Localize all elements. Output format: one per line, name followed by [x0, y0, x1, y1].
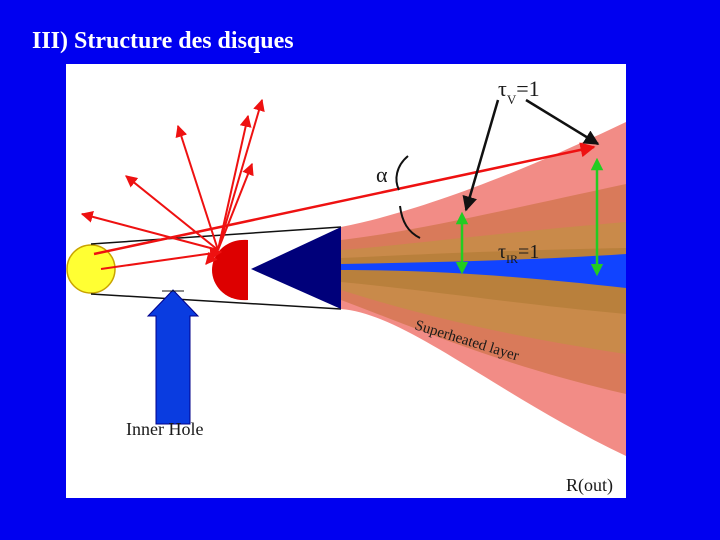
scattered-ray-6 [80, 210, 219, 251]
inner-hole-label: Inner Hole [126, 419, 203, 439]
tangent-line-top [90, 226, 342, 245]
rim-shadow [251, 227, 341, 309]
tau-ir-label: τIR=1 [498, 241, 539, 266]
central-star [66, 244, 116, 294]
alpha-arc-top [395, 155, 409, 191]
tau-v-pointer-inner [462, 99, 500, 212]
slide-title: III) Structure des disques [32, 28, 294, 54]
alpha-arc-bottom [399, 205, 421, 239]
scattered-ray-2 [175, 124, 219, 251]
r-out-label: R(out) [566, 475, 613, 496]
scattered-ray-7 [205, 249, 219, 265]
scattered-ray-4 [217, 162, 254, 251]
grazing-ray [93, 142, 596, 256]
inner-hole-arrow [146, 289, 200, 425]
tau-v-pointer-outer [525, 98, 600, 146]
tau-v-label: τV=1 [498, 76, 540, 107]
incident-ray [100, 247, 223, 270]
diagram-canvas: τV=1 α τIR=1 Superheated layer Inner Hol… [66, 64, 626, 498]
scattered-ray-3 [217, 114, 252, 251]
disk-structure-diagram: τV=1 α τIR=1 Superheated layer Inner Hol… [66, 64, 626, 498]
disk-midplane [341, 254, 626, 288]
alpha-label: α [376, 162, 388, 187]
scattered-ray-1 [125, 175, 219, 251]
scattered-ray-5 [217, 98, 265, 251]
tangent-line-bottom [90, 293, 342, 310]
